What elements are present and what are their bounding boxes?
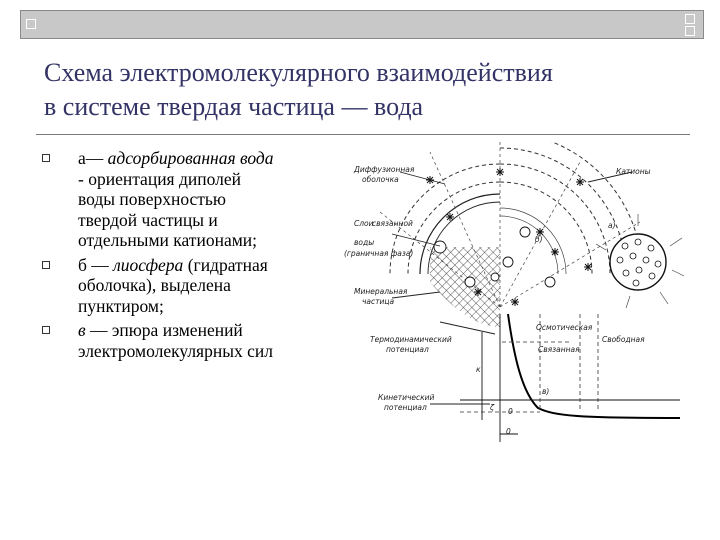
bound-water-layers — [419, 193, 501, 275]
diagram-axes — [460, 314, 680, 442]
top-bar-square-icon — [26, 19, 36, 29]
bullet-line: оболочка), выделена — [78, 275, 231, 295]
bullet-square-icon — [42, 326, 50, 334]
bullet-square-icon — [42, 260, 50, 269]
bullet-term-rest: (гидратная — [183, 254, 268, 275]
label-k: к — [476, 365, 481, 374]
cation-symbols — [426, 168, 592, 306]
interaction-diagram-svg: Диффузионная оболочка Катионы Слои связа… — [344, 142, 685, 442]
label-zero-lower: 0 — [506, 427, 511, 436]
bullet-term: в — [78, 320, 86, 340]
top-bar-square-icon — [685, 26, 695, 36]
radial-rays — [379, 142, 641, 308]
label-mineral-1: Минеральная — [354, 287, 408, 296]
label-a: а) — [608, 221, 616, 230]
bullet-item-adsorbed-water: а— адсорбированная вода - ориентация дип… — [36, 148, 326, 251]
bullet-line: пунктиром; — [78, 295, 164, 316]
label-cations: Катионы — [616, 167, 651, 176]
bullet-term: б — — [78, 254, 114, 275]
potential-curve — [507, 313, 681, 419]
bullet-term-rest: — эпюра изменений — [85, 320, 243, 340]
label-thermo-2: потенциал — [386, 345, 429, 354]
title-line-1: Схема электромолекулярного взаимодействи… — [44, 58, 553, 87]
bullet-list: а— адсорбированная вода - ориентация дип… — [36, 148, 326, 365]
title-line-2: в системе твердая частица — вода — [44, 92, 424, 121]
dipole-circles — [433, 226, 556, 288]
bullet-term: а— — [78, 148, 104, 168]
slide-top-bar — [20, 10, 704, 39]
interaction-diagram: Диффузионная оболочка Катионы Слои связа… — [340, 142, 690, 442]
leader-lines — [391, 171, 633, 405]
label-zero-upper: 0 — [508, 407, 513, 416]
bullet-line: твердой частицы и — [78, 209, 218, 230]
title-divider — [36, 134, 690, 135]
label-free: Свободная — [602, 335, 645, 344]
bullet-term-italic: адсорбированная вода — [103, 148, 274, 168]
label-mineral-2: частица — [362, 297, 394, 306]
label-kinetic-2: потенциал — [384, 403, 427, 412]
label-diffuse-2: оболочка — [362, 175, 399, 184]
bullet-square-icon — [42, 154, 50, 162]
label-osmotic: Осмотическая — [536, 323, 593, 332]
slide-title: Схема электромолекулярного взаимодействи… — [44, 56, 704, 124]
label-b: б) — [535, 235, 543, 244]
bullet-line: отдельными катионами; — [78, 230, 258, 250]
bullet-item-force-diagram: в — эпюра изменений электромолекулярных … — [36, 320, 326, 361]
label-layers-1: Слои — [354, 219, 374, 228]
label-zeta: ζ — [489, 403, 495, 412]
detail-rays — [595, 214, 685, 309]
bullet-item-lyosphere: б — лиосфера (гидратная оболочка), выдел… — [36, 255, 326, 317]
bullet-term-italic: лиосфера — [113, 254, 184, 275]
label-bound: Связанная — [538, 345, 580, 354]
label-thermo-1: Термодинамический — [370, 335, 452, 344]
label-diffuse-1: Диффузионная — [353, 165, 415, 174]
label-layers-4: (граничная фаза) — [344, 249, 413, 258]
adsorbed-water-detail — [609, 233, 667, 291]
top-bar-square-icon — [685, 14, 695, 24]
dashed-guides — [460, 314, 599, 413]
bullet-line: воды поверхностью — [78, 189, 226, 209]
label-layers-2: связанной — [372, 219, 413, 228]
mineral-particle-crosshatch — [430, 247, 500, 327]
diffuse-shell-arcs — [389, 142, 643, 275]
bullet-line: - ориентация диполей — [78, 168, 242, 189]
label-kinetic-1: Кинетический — [378, 393, 435, 402]
bullet-line: электромолекулярных сил — [78, 340, 273, 361]
label-v: в) — [542, 387, 549, 396]
label-layers-3: воды — [354, 238, 374, 247]
